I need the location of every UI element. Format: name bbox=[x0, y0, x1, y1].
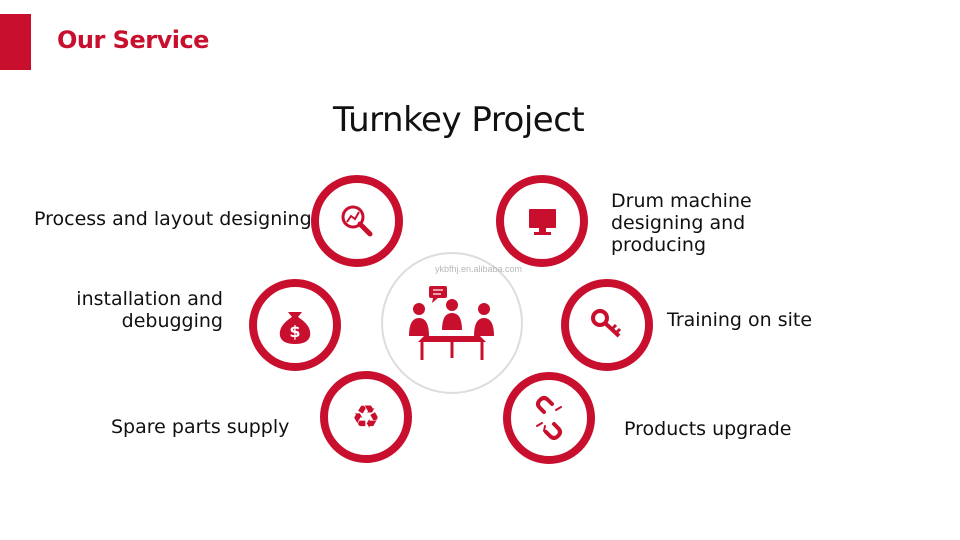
monitor-icon bbox=[529, 209, 556, 235]
page-header-title: Our Service bbox=[57, 26, 209, 54]
svg-text:$: $ bbox=[289, 322, 300, 341]
service-label-process-layout: Process and layout designing bbox=[34, 208, 312, 230]
service-circle-spare-parts bbox=[320, 371, 412, 463]
service-circle-upgrade bbox=[503, 372, 595, 464]
svg-text:♻: ♻ bbox=[352, 398, 381, 436]
watermark-text: ykbfhj.en.alibaba.com bbox=[435, 264, 522, 274]
key-icon bbox=[591, 309, 622, 338]
recycle-icon: ♻ bbox=[352, 398, 381, 436]
service-circle-process-layout bbox=[311, 175, 403, 267]
magnifier-chart-icon bbox=[341, 205, 373, 237]
meeting-people-icon bbox=[409, 286, 494, 360]
main-title: Turnkey Project bbox=[333, 100, 585, 140]
service-label-spare-parts: Spare parts supply bbox=[111, 416, 290, 438]
service-label-drum-machine: Drum machine designing and producing bbox=[611, 190, 752, 256]
service-label-training: Training on site bbox=[667, 309, 813, 331]
service-label-upgrade: Products upgrade bbox=[624, 418, 792, 440]
money-bag-icon: $ bbox=[279, 312, 311, 344]
broken-link-icon bbox=[536, 396, 562, 440]
header-accent-bar bbox=[0, 14, 31, 70]
service-label-installation: installation and debugging bbox=[76, 288, 223, 332]
